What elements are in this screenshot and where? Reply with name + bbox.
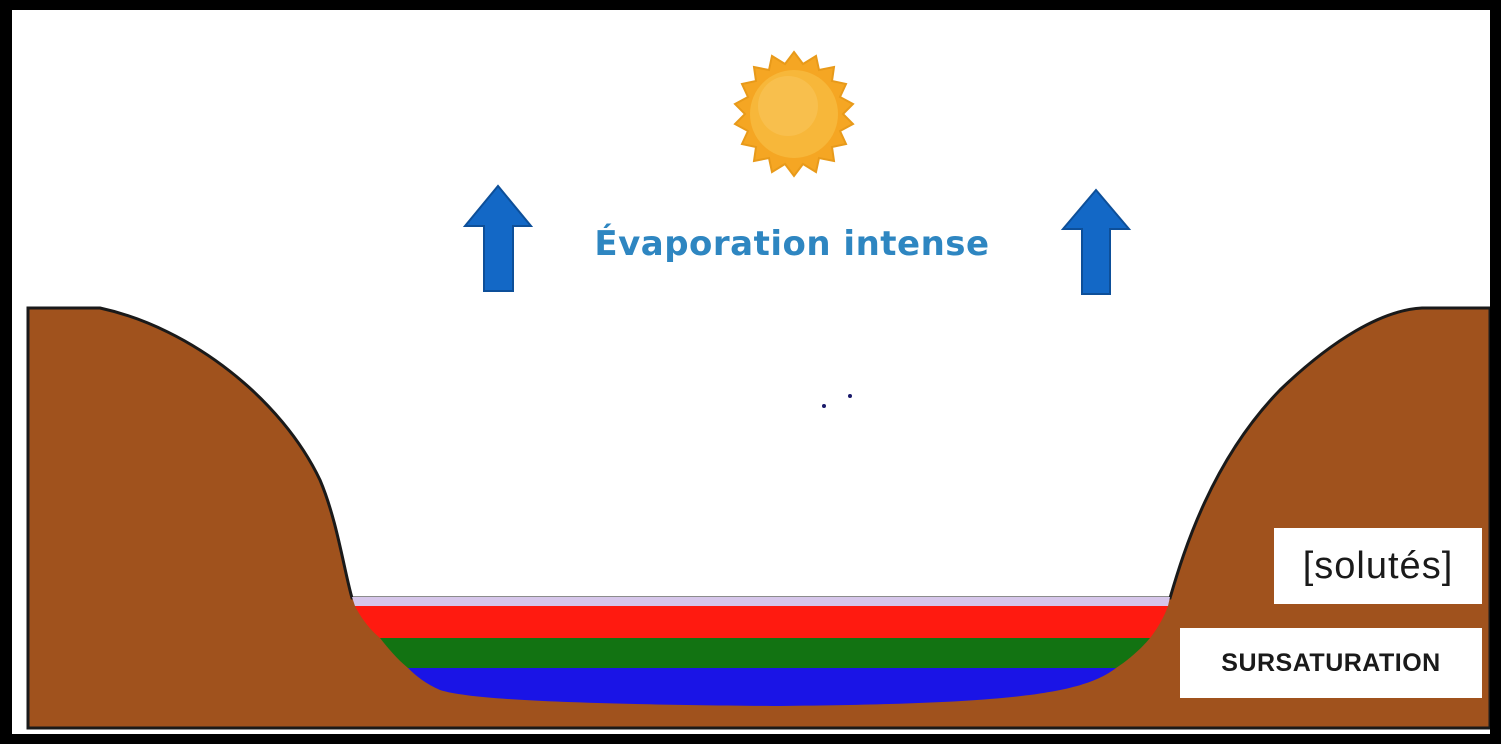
sun-icon	[733, 50, 855, 178]
solutes-label: [solutés]	[1274, 528, 1482, 604]
sursaturation-label: SURSATURATION	[1180, 628, 1482, 698]
arrow-up-icon	[1060, 188, 1132, 295]
basin-scene	[26, 50, 1490, 730]
layer-green	[380, 638, 1150, 668]
speck	[848, 394, 852, 398]
arrow-up-icon	[462, 184, 534, 292]
layer-red	[355, 606, 1168, 638]
layer-blue	[408, 668, 1116, 706]
speck	[822, 404, 826, 408]
diagram-title: Évaporation intense	[594, 224, 990, 264]
layer-top-thin	[352, 597, 1170, 606]
diagram-canvas: Évaporation intense [solutés] SURSATURAT…	[12, 10, 1490, 734]
